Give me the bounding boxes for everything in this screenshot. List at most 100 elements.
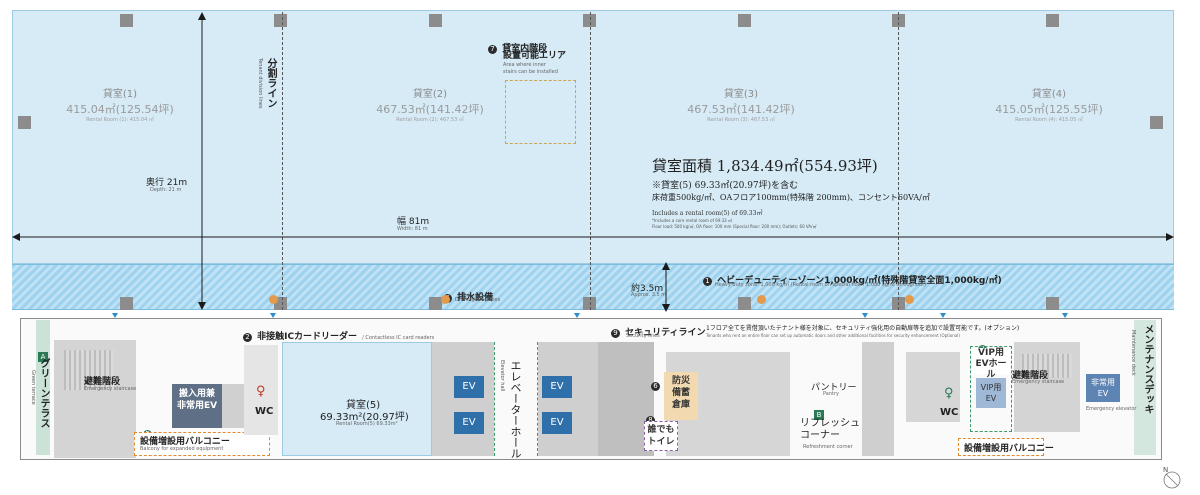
callout-7-badge: 7 [488, 45, 497, 54]
a-mark: A [38, 344, 48, 363]
left-balcony-label: 設備増設用バルコニー [140, 437, 230, 447]
height-label: 約3.5m [631, 284, 664, 294]
room-5-area: 69.33m²(20.97坪) [320, 412, 409, 423]
column [120, 14, 133, 27]
callout-2: 2 非接触ICカードリーダー / Contactless IC card rea… [243, 324, 434, 343]
callout-1: 1 ヘビーデューティーゾーン1,000kg/㎡(特殊階貸室全面1,000kg/㎡… [703, 268, 1002, 287]
left-balcony-en: Balcony for expanded equipment [140, 446, 224, 452]
right-ev-bank [538, 342, 598, 456]
callout-7-line2: 設置可能エリア [503, 51, 567, 61]
green-terrace-en: Green terrace [30, 370, 36, 405]
card-reader-marker [112, 313, 118, 318]
column [429, 297, 442, 310]
pantry-label: パントリー [811, 383, 857, 393]
wc-right-icon: ♀ [944, 386, 954, 401]
card-reader-marker [862, 313, 868, 318]
column [583, 14, 596, 27]
room-2-en: Rental Room (2): 467.53 ㎡ [396, 117, 464, 123]
callout-2-badge: 2 [243, 333, 252, 342]
callout-9-badge: 9 [611, 329, 620, 338]
room-2-name: 貸室(2) [412, 89, 448, 100]
room-2-area: 467.53㎡(141.42坪) [376, 103, 484, 116]
callout-1-en: Heavy duty zone: 1,000 kg/㎡ (Rental room… [715, 282, 927, 288]
elevator-1: EV [454, 376, 484, 398]
elevator-3: EV [542, 376, 572, 398]
callout-1-badge: 1 [703, 277, 712, 286]
division-label-en: Tenant division lines [257, 58, 263, 109]
callout-9-label: セキュリティライン [625, 328, 706, 338]
left-stair-en: Emergency staircase [84, 386, 137, 392]
division-line [898, 12, 899, 310]
height-label-en: Approx. 3.5 m [631, 292, 667, 298]
callout-9: 9 セキュリティライン [611, 320, 706, 339]
callout-9-desc: 1フロア全てを賃借頂いたテナント様を対象に、セキュリティ強化用の自動扉等を追加で… [706, 325, 1020, 332]
column [1150, 116, 1163, 129]
callout-1-label: ヘビーデューティーゾーン1,000kg/㎡(特殊階貸室全面1,000kg/㎡) [717, 276, 1002, 286]
right-wc-label: WC [940, 407, 959, 418]
division-line [282, 12, 283, 310]
column [274, 14, 287, 27]
width-label: 幅 81m [397, 217, 430, 227]
maintenance-deck-band [1134, 320, 1156, 455]
rental-room-zone [12, 10, 1174, 264]
refresh-label: リフレッシュ コーナー [800, 418, 860, 441]
drain-dot [757, 295, 766, 304]
column [429, 14, 442, 27]
callout-9-en: Security lines [626, 333, 660, 339]
maintenance-deck-en: Maintenance deck [1130, 330, 1136, 376]
column [18, 116, 31, 129]
room-3-en: Rental Room (3): 467.53 ㎡ [707, 117, 775, 123]
room-1-en: Rental Room (1): 415.04 ㎡ [86, 117, 154, 123]
green-terrace-label: グリーンテラス [38, 358, 49, 428]
vip-hall-label: VIP用 EVホール [972, 348, 1010, 380]
room-5-name: 貸室(5) [346, 400, 381, 411]
floor-spec: 床荷重500kg/㎡、OAフロア100mm(特殊階 200mm)、コンセント60… [652, 193, 930, 202]
elevator-hall [494, 342, 538, 456]
room-4-name: 貸室(4) [1031, 89, 1067, 100]
storage-room: 防災 備蓄 倉庫 [664, 372, 698, 420]
width-label-en: Width: 81 m [397, 226, 428, 232]
depth-label: 奥行 21m [146, 178, 188, 188]
left-ev-bank [432, 342, 494, 456]
left-wc-block [244, 345, 278, 435]
freight-ev: 搬入用兼 非常用EV [172, 384, 222, 428]
callout-8: 8 [646, 407, 655, 426]
right-stair-steps [1022, 354, 1072, 378]
callout-2-en: / Contactless IC card readers [362, 335, 435, 341]
right-balcony-label: 設備増設用バルコニー [964, 444, 1054, 454]
right-wc-block [906, 352, 960, 422]
refresh-en: Refreshment corner [803, 444, 853, 450]
column [583, 297, 596, 310]
left-service [222, 384, 244, 428]
callout-6: 6 [651, 373, 660, 392]
total-area-title: 貸室面積 1,834.49㎡(554.93坪) [652, 157, 878, 175]
maintenance-deck-label: メンテナンスデッキ [1142, 324, 1153, 414]
callout-4-label: 排水設備 [457, 293, 494, 303]
room-5-en: Rental Room(5) 69.33m² [336, 421, 398, 427]
column [738, 297, 751, 310]
column [738, 14, 751, 27]
elevator-hall-en: Elevator hall [499, 360, 505, 392]
right-shaft [862, 342, 894, 456]
depth-label-en: Depth: 21 m [150, 187, 182, 193]
wc-icon: ♀ [256, 384, 266, 399]
left-stair-label: 避難階段 [84, 377, 121, 387]
room-5 [282, 342, 432, 456]
room-1-area: 415.04㎡(125.54坪) [66, 103, 174, 116]
drain-dot [269, 295, 278, 304]
column [1046, 297, 1059, 310]
card-reader-marker [1062, 313, 1068, 318]
summary-en1: Includes a rental room(5) of 69.33㎡ [652, 210, 763, 217]
total-area-note: ※貸室(5) 69.33㎡(20.97坪)を含む [652, 181, 799, 191]
room-3-name: 貸室(3) [723, 89, 759, 100]
callout-7-en2: stairs can be installed [503, 69, 558, 75]
vip-ev: VIP用 EV [976, 378, 1006, 408]
pantry-en: Pantry [823, 391, 839, 397]
stairs-installable-area [505, 80, 576, 144]
callout-9-desc-en: Tenants who rent an entire floor can set… [706, 333, 960, 338]
room-4-en: Rental Room (4): 415.05 ㎡ [1015, 117, 1083, 123]
north-label: N [1163, 466, 1169, 474]
callout-7: 7 貸室内階段 [488, 36, 547, 55]
card-reader-marker [270, 313, 276, 318]
